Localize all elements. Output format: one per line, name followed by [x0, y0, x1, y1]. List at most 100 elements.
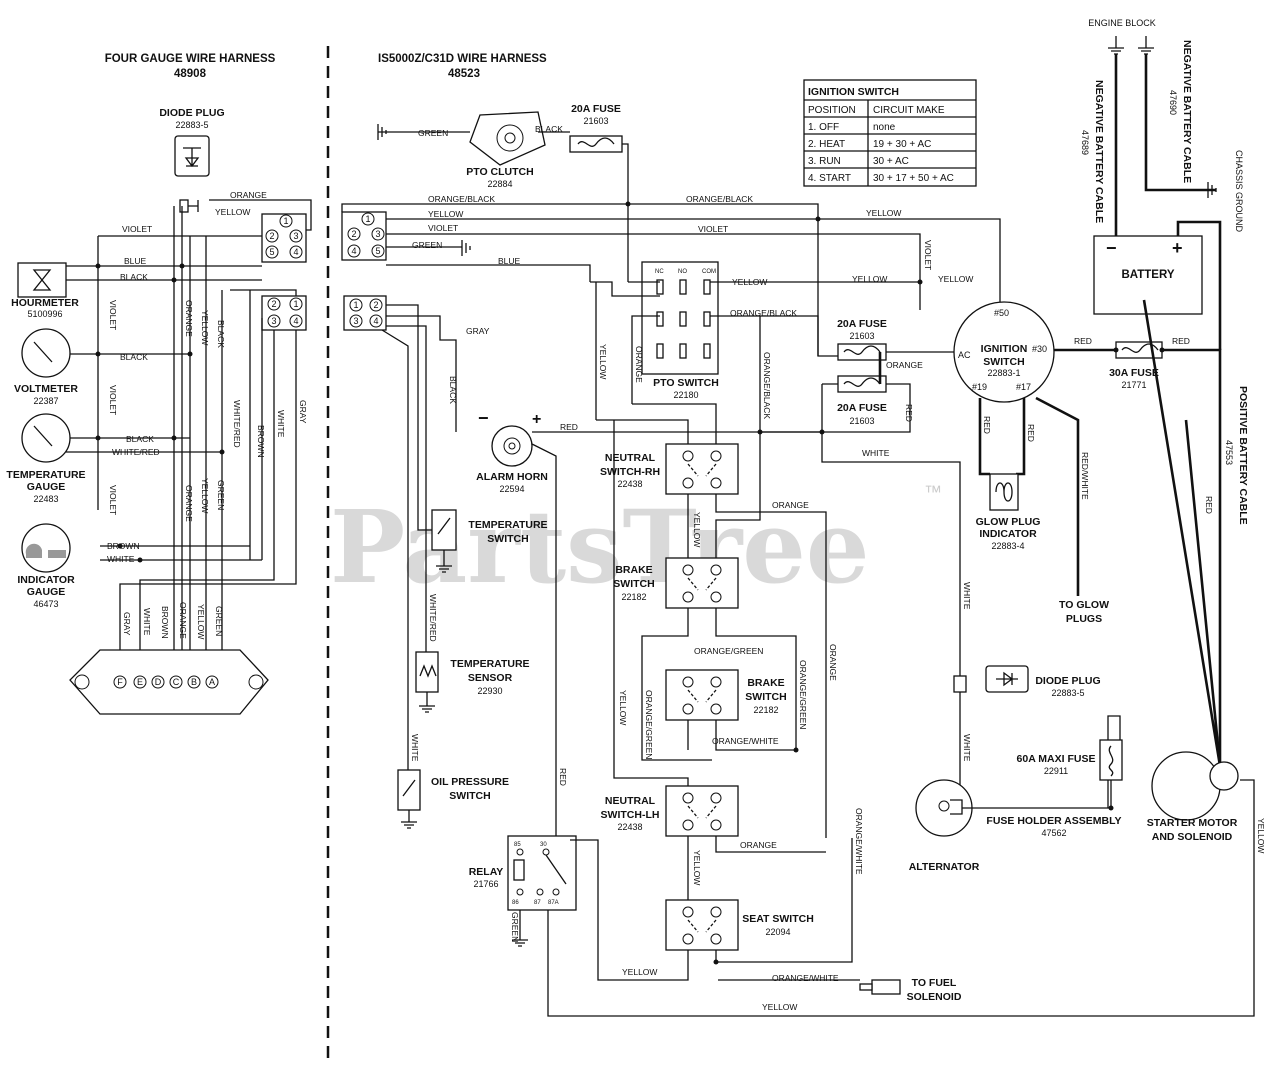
- svg-text:SWITCH: SWITCH: [745, 691, 786, 703]
- svg-text:SENSOR: SENSOR: [468, 672, 513, 684]
- svg-text:AND SOLENOID: AND SOLENOID: [1152, 831, 1233, 843]
- svg-text:none: none: [873, 122, 896, 133]
- svg-text:ENGINE BLOCK: ENGINE BLOCK: [1088, 18, 1156, 28]
- svg-text:3: 3: [271, 316, 276, 326]
- svg-text:30A FUSE: 30A FUSE: [1109, 367, 1159, 379]
- gauge-connector-plug: F E D C B A: [69, 649, 269, 715]
- svg-text:46473: 46473: [33, 599, 58, 609]
- diode-plug-left-label: DIODE PLUG: [159, 107, 224, 119]
- svg-text:GREEN: GREEN: [510, 912, 520, 942]
- watermark-tm: ™: [924, 482, 942, 502]
- temperature-switch-icon: [431, 509, 457, 573]
- svg-text:21603: 21603: [583, 116, 608, 126]
- svg-text:BROWN: BROWN: [160, 606, 170, 639]
- svg-text:NEGATIVE BATTERY CABLE: NEGATIVE BATTERY CABLE: [1181, 40, 1193, 183]
- svg-text:DIODE PLUG: DIODE PLUG: [1035, 675, 1100, 687]
- svg-text:22387: 22387: [33, 396, 58, 406]
- svg-text:YELLOW: YELLOW: [1256, 818, 1266, 853]
- svg-text:2: 2: [373, 300, 378, 310]
- svg-text:ORANGE/WHITE: ORANGE/WHITE: [712, 736, 779, 746]
- svg-text:#17: #17: [1016, 382, 1031, 392]
- svg-text:WHITE: WHITE: [962, 582, 972, 610]
- pto-clutch-icon: [469, 111, 546, 166]
- svg-text:PLUGS: PLUGS: [1066, 613, 1102, 625]
- svg-text:3: 3: [375, 229, 380, 239]
- svg-text:ALTERNATOR: ALTERNATOR: [909, 861, 980, 873]
- svg-text:NEUTRAL: NEUTRAL: [605, 452, 656, 464]
- svg-text:GREEN: GREEN: [418, 128, 448, 138]
- svg-text:RED: RED: [1172, 336, 1190, 346]
- svg-text:VOLTMETER: VOLTMETER: [14, 383, 78, 395]
- svg-text:INDICATOR: INDICATOR: [979, 528, 1037, 540]
- svg-text:YELLOW: YELLOW: [618, 690, 628, 725]
- svg-text:YELLOW: YELLOW: [732, 277, 767, 287]
- svg-text:#19: #19: [972, 382, 987, 392]
- svg-text:VIOLET: VIOLET: [923, 240, 933, 270]
- svg-text:21603: 21603: [849, 416, 874, 426]
- svg-text:4: 4: [373, 316, 378, 326]
- svg-text:22911: 22911: [1044, 766, 1068, 776]
- svg-text:GRAY: GRAY: [122, 612, 132, 636]
- left-harness-part: 48908: [174, 68, 207, 80]
- svg-text:85: 85: [514, 842, 521, 848]
- svg-text:ORANGE: ORANGE: [184, 300, 194, 337]
- svg-text:SWITCH: SWITCH: [613, 578, 654, 590]
- svg-text:RED: RED: [558, 768, 568, 786]
- svg-text:POSITION: POSITION: [808, 105, 856, 116]
- svg-text:C: C: [173, 677, 180, 687]
- svg-text:YELLOW: YELLOW: [622, 967, 657, 977]
- svg-text:D: D: [155, 677, 162, 687]
- svg-text:BLACK: BLACK: [120, 272, 148, 282]
- svg-text:ORANGE/GREEN: ORANGE/GREEN: [694, 646, 763, 656]
- svg-text:30 + AC: 30 + AC: [873, 156, 909, 167]
- watermark: PartsTree: [330, 488, 870, 606]
- svg-text:1. OFF: 1. OFF: [808, 122, 839, 133]
- svg-text:GREEN: GREEN: [412, 240, 442, 250]
- svg-text:+: +: [1172, 238, 1183, 258]
- svg-text:4: 4: [293, 247, 298, 257]
- svg-text:RED: RED: [982, 416, 992, 434]
- svg-text:GLOW PLUG: GLOW PLUG: [976, 516, 1041, 528]
- svg-text:VIOLET: VIOLET: [108, 300, 118, 330]
- svg-text:22182: 22182: [753, 705, 778, 715]
- diode-plug-right-icon: [953, 665, 1029, 693]
- svg-text:NC: NC: [655, 269, 664, 275]
- svg-text:−: −: [478, 408, 489, 428]
- diode-plug-left-part: 22883-5: [175, 120, 208, 130]
- svg-text:22483: 22483: [33, 494, 58, 504]
- svg-text:INDICATOR: INDICATOR: [17, 574, 75, 586]
- svg-text:YELLOW: YELLOW: [428, 209, 463, 219]
- relay-icon: 85 30 86 87 87A: [507, 835, 577, 911]
- svg-text:1: 1: [293, 299, 298, 309]
- svg-text:ORANGE/BLACK: ORANGE/BLACK: [762, 352, 772, 419]
- svg-text:YELLOW: YELLOW: [598, 344, 608, 379]
- svg-text:20A FUSE: 20A FUSE: [571, 103, 621, 115]
- svg-text:NO: NO: [678, 269, 687, 275]
- svg-text:ORANGE/WHITE: ORANGE/WHITE: [772, 973, 839, 983]
- left-harness-title: FOUR GAUGE WIRE HARNESS: [105, 53, 276, 65]
- svg-text:WHITE: WHITE: [142, 608, 152, 636]
- junction-dots: [95, 201, 1165, 965]
- svg-text:YELLOW: YELLOW: [866, 208, 901, 218]
- svg-text:YELLOW: YELLOW: [200, 478, 210, 513]
- svg-text:ORANGE: ORANGE: [740, 840, 777, 850]
- svg-text:BROWN: BROWN: [107, 541, 140, 551]
- svg-text:22438: 22438: [617, 822, 642, 832]
- svg-text:SOLENOID: SOLENOID: [907, 991, 962, 1003]
- svg-text:ORANGE: ORANGE: [886, 360, 923, 370]
- svg-text:YELLOW: YELLOW: [215, 207, 250, 217]
- svg-text:BLUE: BLUE: [124, 256, 147, 266]
- glow-plug-indicator-icon: [989, 473, 1019, 511]
- svg-text:3. RUN: 3. RUN: [808, 156, 841, 167]
- svg-text:ORANGE/BLACK: ORANGE/BLACK: [428, 194, 495, 204]
- ignition-switch-icon: #50 AC #30 #19 #17: [953, 301, 1055, 403]
- svg-text:PTO SWITCH: PTO SWITCH: [653, 377, 719, 389]
- svg-text:NEUTRAL: NEUTRAL: [605, 795, 656, 807]
- alarm-horn-icon: [491, 425, 533, 467]
- voltmeter-icon: [21, 328, 71, 378]
- svg-text:YELLOW: YELLOW: [692, 512, 702, 547]
- svg-text:2. HEAT: 2. HEAT: [808, 139, 845, 150]
- fuse-top-icon: [569, 135, 623, 153]
- svg-text:NEGATIVE BATTERY CABLE: NEGATIVE BATTERY CABLE: [1093, 80, 1105, 223]
- svg-text:WHITE/RED: WHITE/RED: [232, 400, 242, 448]
